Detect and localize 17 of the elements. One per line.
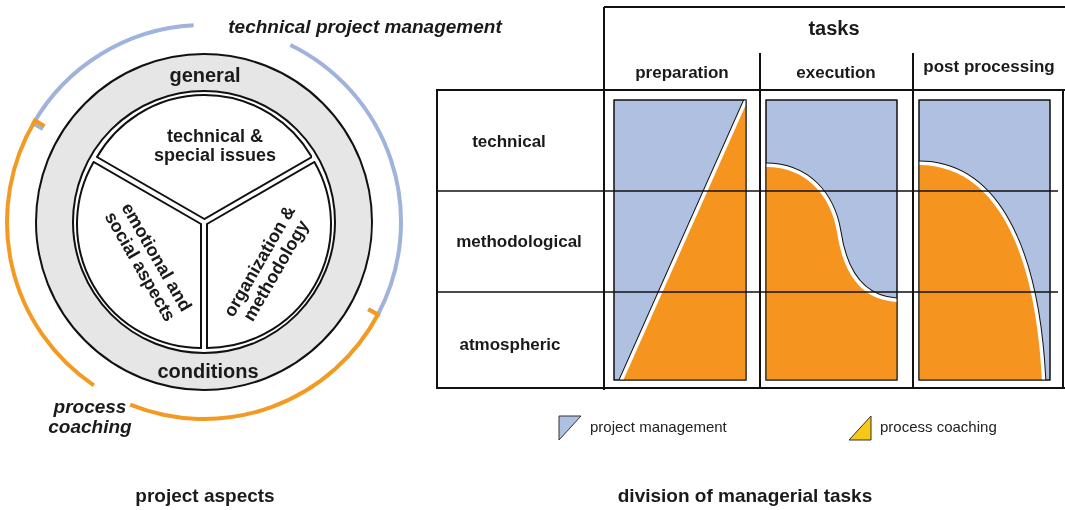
- legend-label: process coaching: [880, 418, 997, 435]
- row-header: methodological: [455, 232, 583, 251]
- sector-label: technical & special issues: [152, 126, 278, 166]
- row-header: atmospheric: [458, 335, 562, 354]
- ring-diagram: [35, 53, 373, 391]
- column-header: tasks: [807, 18, 861, 39]
- panel-caption: division of managerial tasks: [616, 485, 874, 506]
- panel-caption: project aspects: [134, 485, 276, 506]
- column-header: preparation: [634, 63, 730, 82]
- legend-label: project management: [590, 418, 727, 435]
- bracket-label: technical project management: [227, 16, 504, 37]
- column-header: execution: [795, 63, 877, 82]
- column-header: post processing: [922, 57, 1056, 76]
- ring-label: conditions: [156, 361, 260, 382]
- ring-label: general: [168, 65, 242, 86]
- row-header: technical: [471, 132, 547, 151]
- bracket-label: process coaching: [47, 396, 133, 437]
